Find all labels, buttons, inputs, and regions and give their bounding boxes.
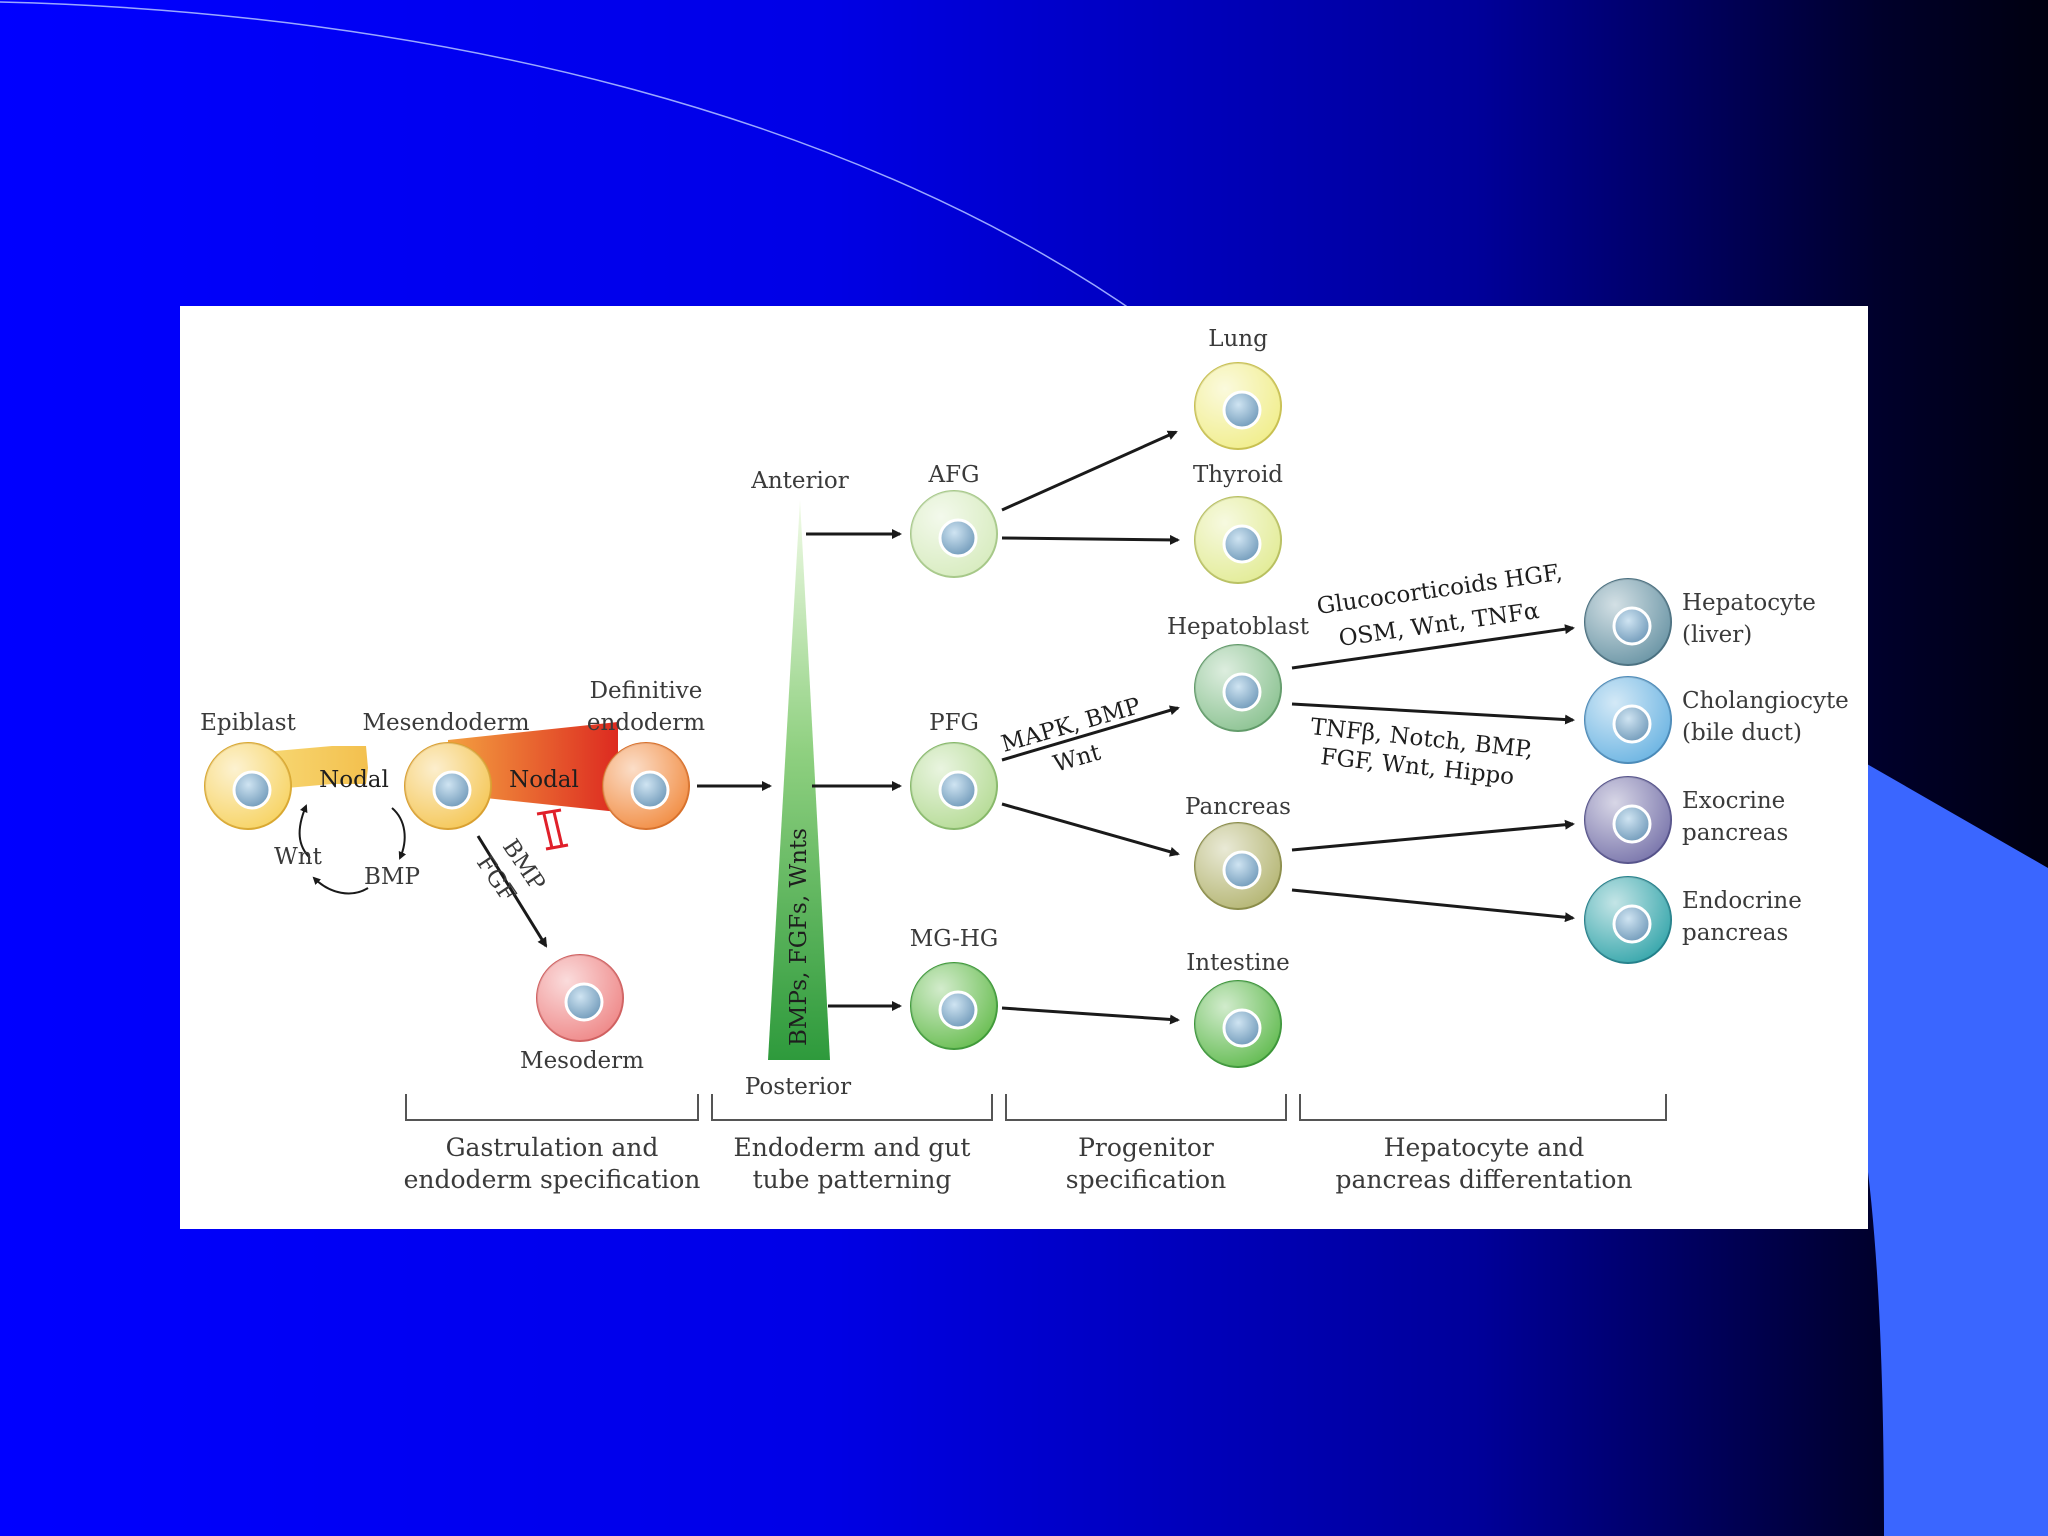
posterior-label: Posterior [745,1074,851,1100]
arrow-bmp-loop [391,807,407,860]
cell-pfg [910,742,998,830]
arrow-bmp-to-wnt [312,876,369,895]
hepatocyte-label-line2: (liver) [1682,622,1752,648]
definitive-endoderm-label-line1: Definitive [590,678,703,704]
gradient-label: BMPs, FGFs, Wnts [786,828,812,1046]
bracket-stage-1 [405,1094,699,1121]
mghg-label: MG-HG [910,926,999,952]
stage-2-line2: tube patterning [753,1165,952,1194]
mesoderm-label: Mesoderm [520,1048,644,1074]
cholangiocyte-label-line1: Cholangiocyte [1682,688,1849,714]
arrow-to-endocrine [1291,888,1575,923]
stage-brackets [405,1094,1667,1121]
arrow-afg-to-lung [1001,430,1178,512]
wnt-label: Wnt [274,844,322,870]
arrow-pfg-to-hepatoblast [1001,705,1180,762]
figure-panel: Nodal Nodal BMPs, FGFs, Wnts Anterior Po… [180,306,1868,1229]
thyroid-label: Thyroid [1193,462,1283,488]
pfg-label: PFG [929,710,979,736]
endocrine-label-line2: pancreas [1682,920,1788,946]
stage-4-line2: pancreas differentation [1336,1165,1633,1194]
cell-pancreas [1194,822,1282,910]
arrow-mesendoderm-to-mesoderm [476,835,548,948]
endocrine-label-line1: Endocrine [1682,888,1802,914]
bracket-stage-2 [711,1094,993,1121]
cell-thyroid [1194,496,1282,584]
cell-exocrine-pancreas [1584,776,1672,864]
cholangiocyte-label-line2: (bile duct) [1682,720,1802,746]
nodal-label-2: Nodal [509,767,579,793]
arrows [298,430,1575,1025]
stage-1-line1: Gastrulation and [446,1133,659,1162]
lung-label: Lung [1208,326,1268,352]
arrow-to-hepatocyte [1291,624,1575,670]
epiblast-label: Epiblast [200,710,296,736]
bracket-stage-3 [1005,1094,1287,1121]
stage-1-line2: endoderm specification [404,1165,701,1194]
hepatocyte-label-line1: Hepatocyte [1682,590,1816,616]
bmp-fgf-wnt-gradient [768,500,830,1060]
pancreas-label: Pancreas [1185,794,1291,820]
cell-mesoderm [536,954,624,1042]
slide-arc-line [0,1,1161,331]
definitive-endoderm-label-line2: endoderm [587,710,705,736]
hepatoblast-label: Hepatoblast [1167,614,1310,640]
cell-hepatocyte [1584,578,1672,666]
cell-epiblast [204,742,292,830]
bmp-label: BMP [364,864,420,890]
stage-3-line1: Progenitor [1078,1133,1214,1162]
cell-intestine [1194,980,1282,1068]
bracket-stage-4 [1299,1094,1667,1121]
mesendoderm-label: Mesendoderm [362,710,529,736]
arrow-pfg-to-pancreas [1001,802,1180,857]
endoderm-diagram: Nodal Nodal BMPs, FGFs, Wnts Anterior Po… [200,326,1849,1194]
cell-afg [910,490,998,578]
stage-4-line1: Hepatocyte and [1384,1133,1585,1162]
anterior-label: Anterior [750,468,848,494]
exocrine-label-line2: pancreas [1682,820,1788,846]
arrow-mghg-to-intestine [1001,1006,1180,1025]
cell-lung [1194,362,1282,450]
cell-endocrine-pancreas [1584,876,1672,964]
cell-definitive-endoderm [602,742,690,830]
cell-mesendoderm [404,742,492,830]
arrow-to-exocrine [1291,819,1575,852]
cell-hepatoblast [1194,644,1282,732]
cell-mghg [910,962,998,1050]
arrow-wnt-loop [298,804,311,859]
afg-label: AFG [928,462,980,488]
exocrine-label-line1: Exocrine [1682,788,1785,814]
slide-accent-shape [1830,760,2048,1536]
mapk-wnt-label: Wnt [1050,739,1104,777]
intestine-label: Intestine [1186,950,1290,976]
arrow-afg-to-thyroid [1001,534,1180,545]
arrow-to-cholangiocyte [1291,702,1575,725]
stage-3-line2: specification [1066,1165,1226,1194]
cell-cholangiocyte [1584,676,1672,764]
nodal-label-1: Nodal [319,767,389,793]
inhibition-symbol [536,808,569,851]
stage-2-line1: Endoderm and gut [734,1133,971,1162]
